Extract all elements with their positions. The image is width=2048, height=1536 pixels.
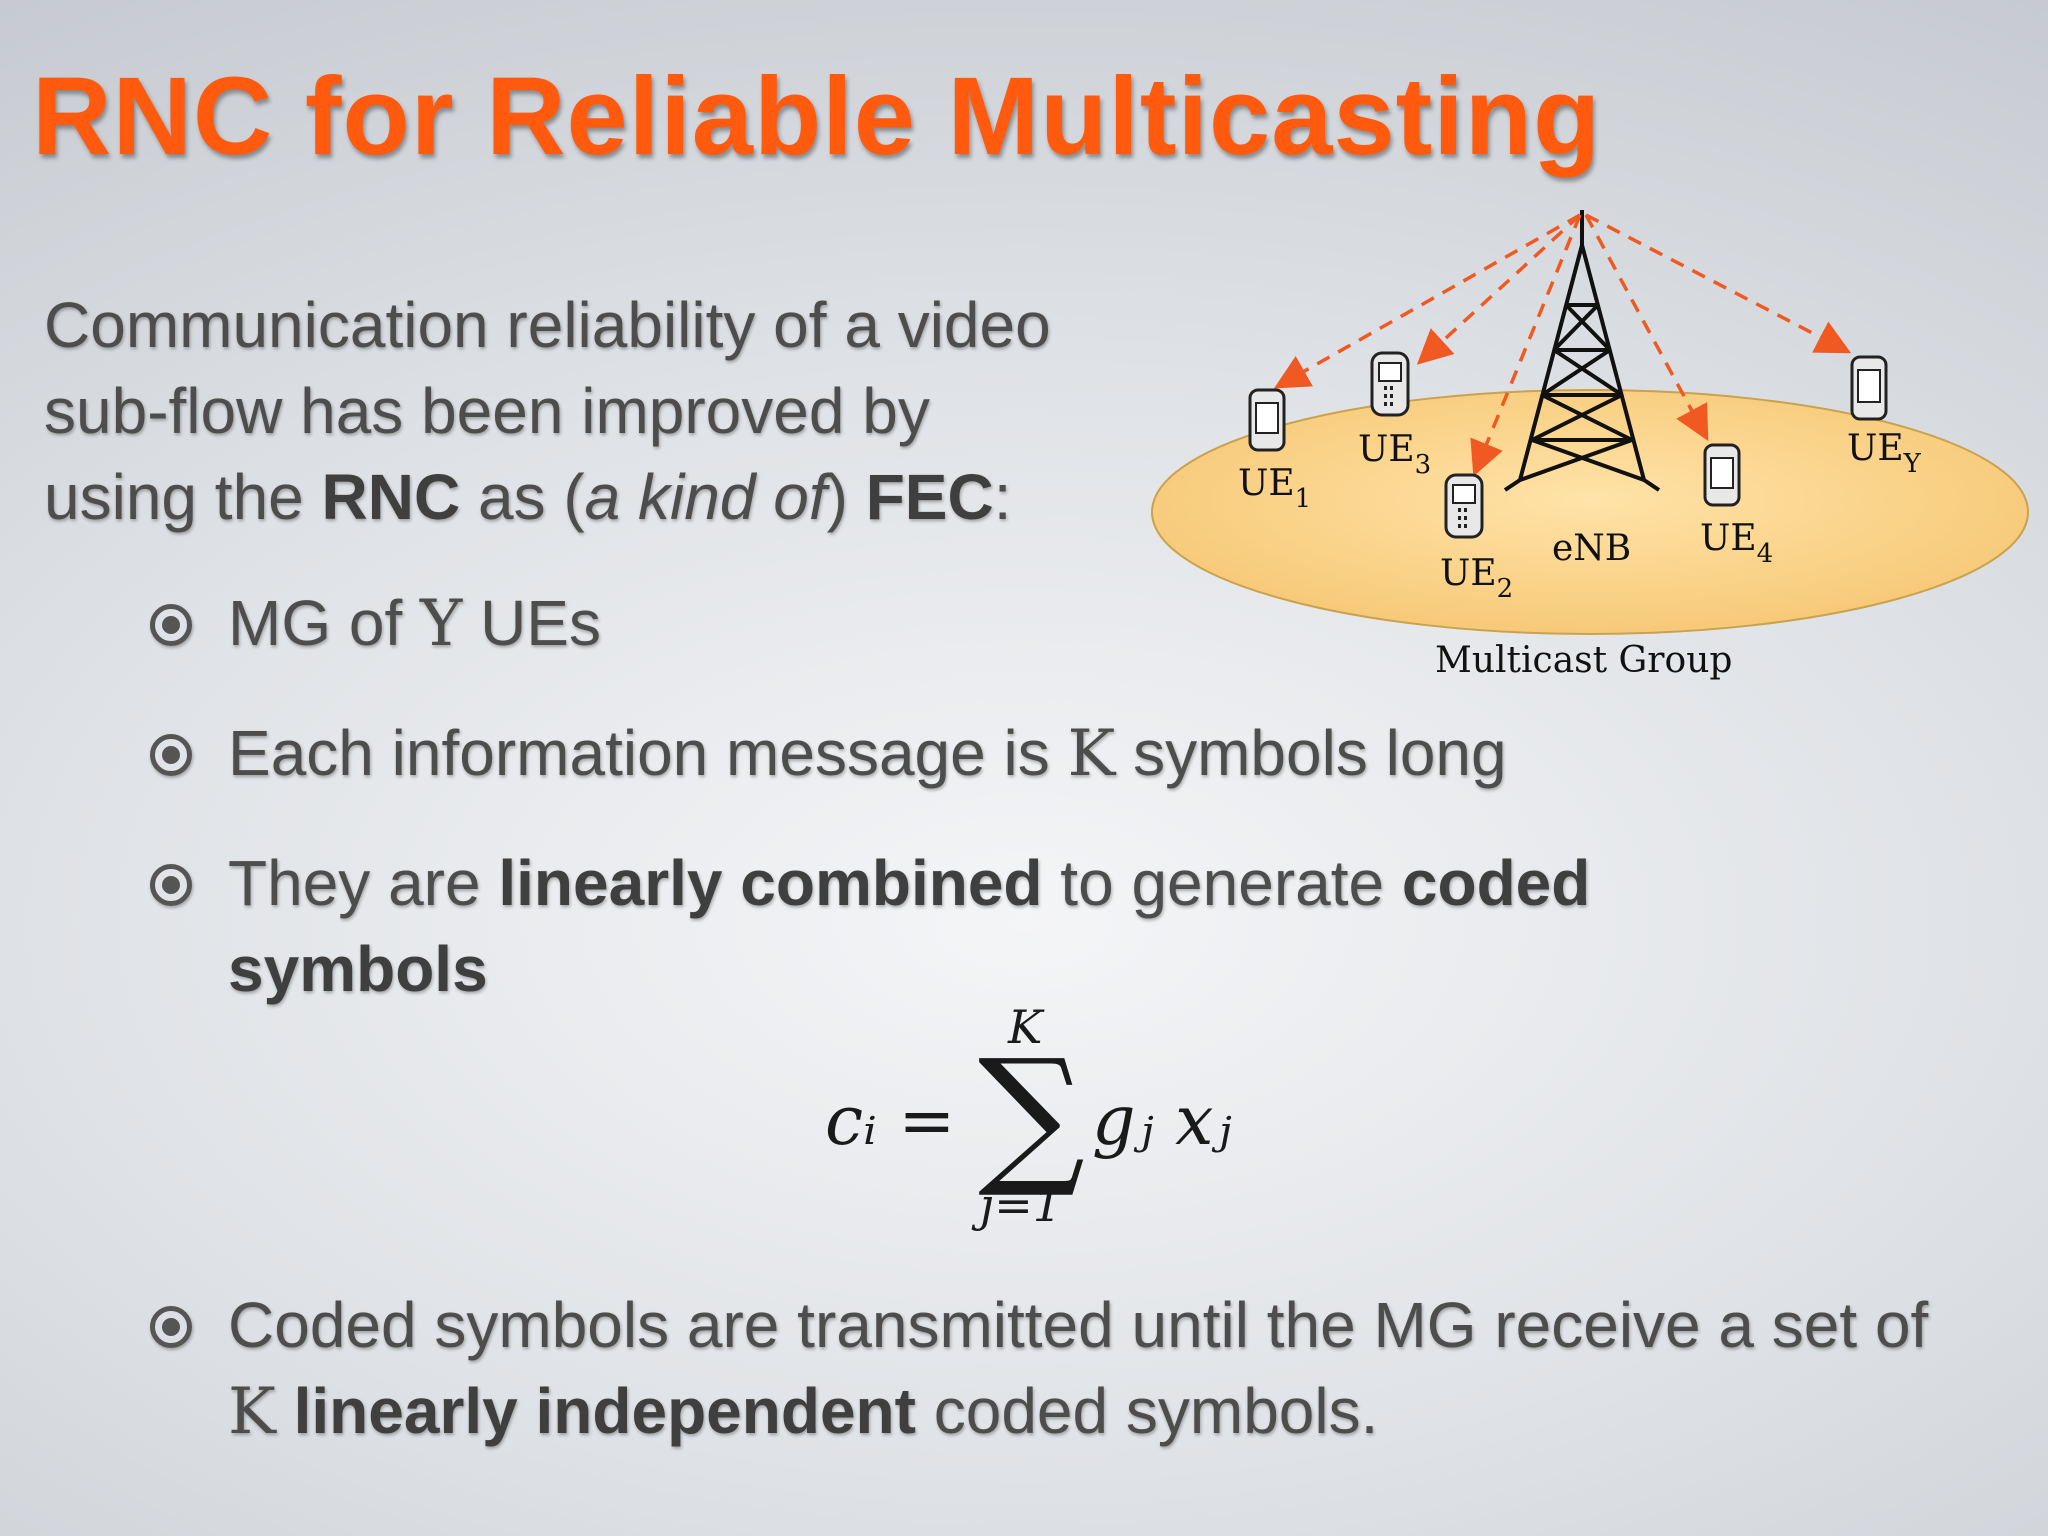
- ue4-subscript: 4: [1757, 539, 1774, 569]
- sum-upper-limit: K: [1008, 1000, 1043, 1054]
- signal-arrow-ue4: [1584, 214, 1709, 442]
- bullet-icon: [150, 1306, 192, 1348]
- ue2-subscript: 2: [1497, 574, 1514, 604]
- bullet-icon: [150, 604, 192, 646]
- intro-line-2: sub-flow has been improved by: [44, 375, 930, 447]
- rnc-term: RNC: [321, 461, 461, 533]
- ue2-text: UE: [1440, 553, 1497, 594]
- ue3-text: UE: [1358, 429, 1415, 470]
- linearly-combined-term: linearly combined: [498, 847, 1043, 919]
- bullet-text-part: to generate: [1042, 847, 1402, 919]
- multicast-group-area: [1151, 389, 2029, 635]
- ue1-label: UE1: [1238, 463, 1311, 514]
- coding-formula: cᵢ = K ∑ j=1 gⱼ xⱼ: [820, 1000, 1260, 1240]
- ue4-text: UE: [1700, 518, 1757, 559]
- formula-rhs: gⱼ xⱼ: [1092, 1082, 1232, 1161]
- ue2-label: UE2: [1440, 553, 1513, 604]
- bullet-icon: [150, 734, 192, 776]
- phone-icon-ue2: [1444, 473, 1484, 539]
- phone-icon-ue4: [1703, 443, 1741, 507]
- linearly-independent-term: linearly independent: [293, 1375, 916, 1447]
- uey-subscript: Y: [1903, 449, 1922, 479]
- bullet-mg: MG of Y UEs: [150, 580, 1970, 667]
- intro-as: as (: [460, 461, 585, 533]
- signal-arrow-ue1: [1273, 213, 1581, 389]
- formula-lhs: cᵢ =: [825, 1082, 956, 1161]
- multicast-diagram: UE1 UE3 UE2 eNB UE4 UEY Multicast Group: [1151, 210, 2029, 681]
- bullet-text-part: UEs: [462, 587, 601, 659]
- var-y: Y: [420, 587, 463, 661]
- bullet-transmission: Coded symbols are transmitted until the …: [150, 1282, 1970, 1455]
- ue1-subscript: 1: [1295, 484, 1312, 514]
- signal-arrow-ue3: [1416, 213, 1582, 365]
- enb-label: eNB: [1552, 528, 1631, 569]
- var-k: K: [228, 1375, 276, 1449]
- phone-icon-ue1: [1248, 388, 1286, 452]
- intro-line-3-start: using the: [44, 461, 322, 533]
- bullet-text: Each information message is K symbols lo…: [228, 710, 1970, 797]
- uey-text: UE: [1847, 428, 1904, 469]
- phone-icon-ue3: [1370, 351, 1410, 417]
- bullet-message-length: Each information message is K symbols lo…: [150, 710, 1970, 797]
- intro-close: ): [826, 461, 866, 533]
- multicast-group-label: Multicast Group: [1435, 640, 1732, 681]
- ue3-subscript: 3: [1415, 450, 1432, 480]
- intro-paragraph: Communication reliability of a video sub…: [44, 282, 1194, 540]
- signal-arrow-ue2: [1470, 214, 1582, 477]
- bullet-text-part: MG of: [228, 587, 421, 659]
- bullet-linear-combination: They are linearly combined to generate c…: [150, 840, 1850, 1012]
- bullet-text-part: Coded symbols are transmitted until the …: [228, 1289, 1929, 1361]
- intro-colon: :: [993, 461, 1012, 533]
- ue4-label: UE4: [1700, 518, 1773, 569]
- bullet-text: They are linearly combined to generate c…: [228, 840, 1850, 1012]
- bullet-icon: [150, 864, 192, 906]
- var-k: K: [1067, 717, 1116, 791]
- bullet-text-part: [276, 1375, 294, 1447]
- ue1-text: UE: [1238, 463, 1295, 504]
- bullet-text-part: coded symbols.: [915, 1375, 1379, 1447]
- fec-term: FEC: [865, 461, 994, 533]
- bullet-text-part: symbols long: [1115, 717, 1507, 789]
- phone-icon-uey: [1850, 355, 1888, 421]
- coded-symbols-term: coded symbols: [228, 847, 1591, 1005]
- uey-label: UEY: [1847, 428, 1922, 479]
- sum-lower-limit: j=1: [980, 1178, 1063, 1232]
- signal-arrow-uey: [1585, 213, 1852, 354]
- bullet-text: Coded symbols are transmitted until the …: [228, 1282, 1970, 1455]
- ue3-label: UE3: [1358, 429, 1431, 480]
- bullet-text-part: Each information message is: [228, 717, 1068, 789]
- kind-of-phrase: a kind of: [584, 461, 827, 533]
- tower-icon: [1503, 210, 1661, 492]
- sigma-icon: ∑: [978, 1028, 1086, 1202]
- intro-line-1: Communication reliability of a video: [44, 289, 1051, 361]
- bullet-text: MG of Y UEs: [228, 580, 1970, 667]
- bullet-text-part: They are: [228, 847, 499, 919]
- slide-title: RNC for Reliable Multicasting: [32, 55, 1602, 178]
